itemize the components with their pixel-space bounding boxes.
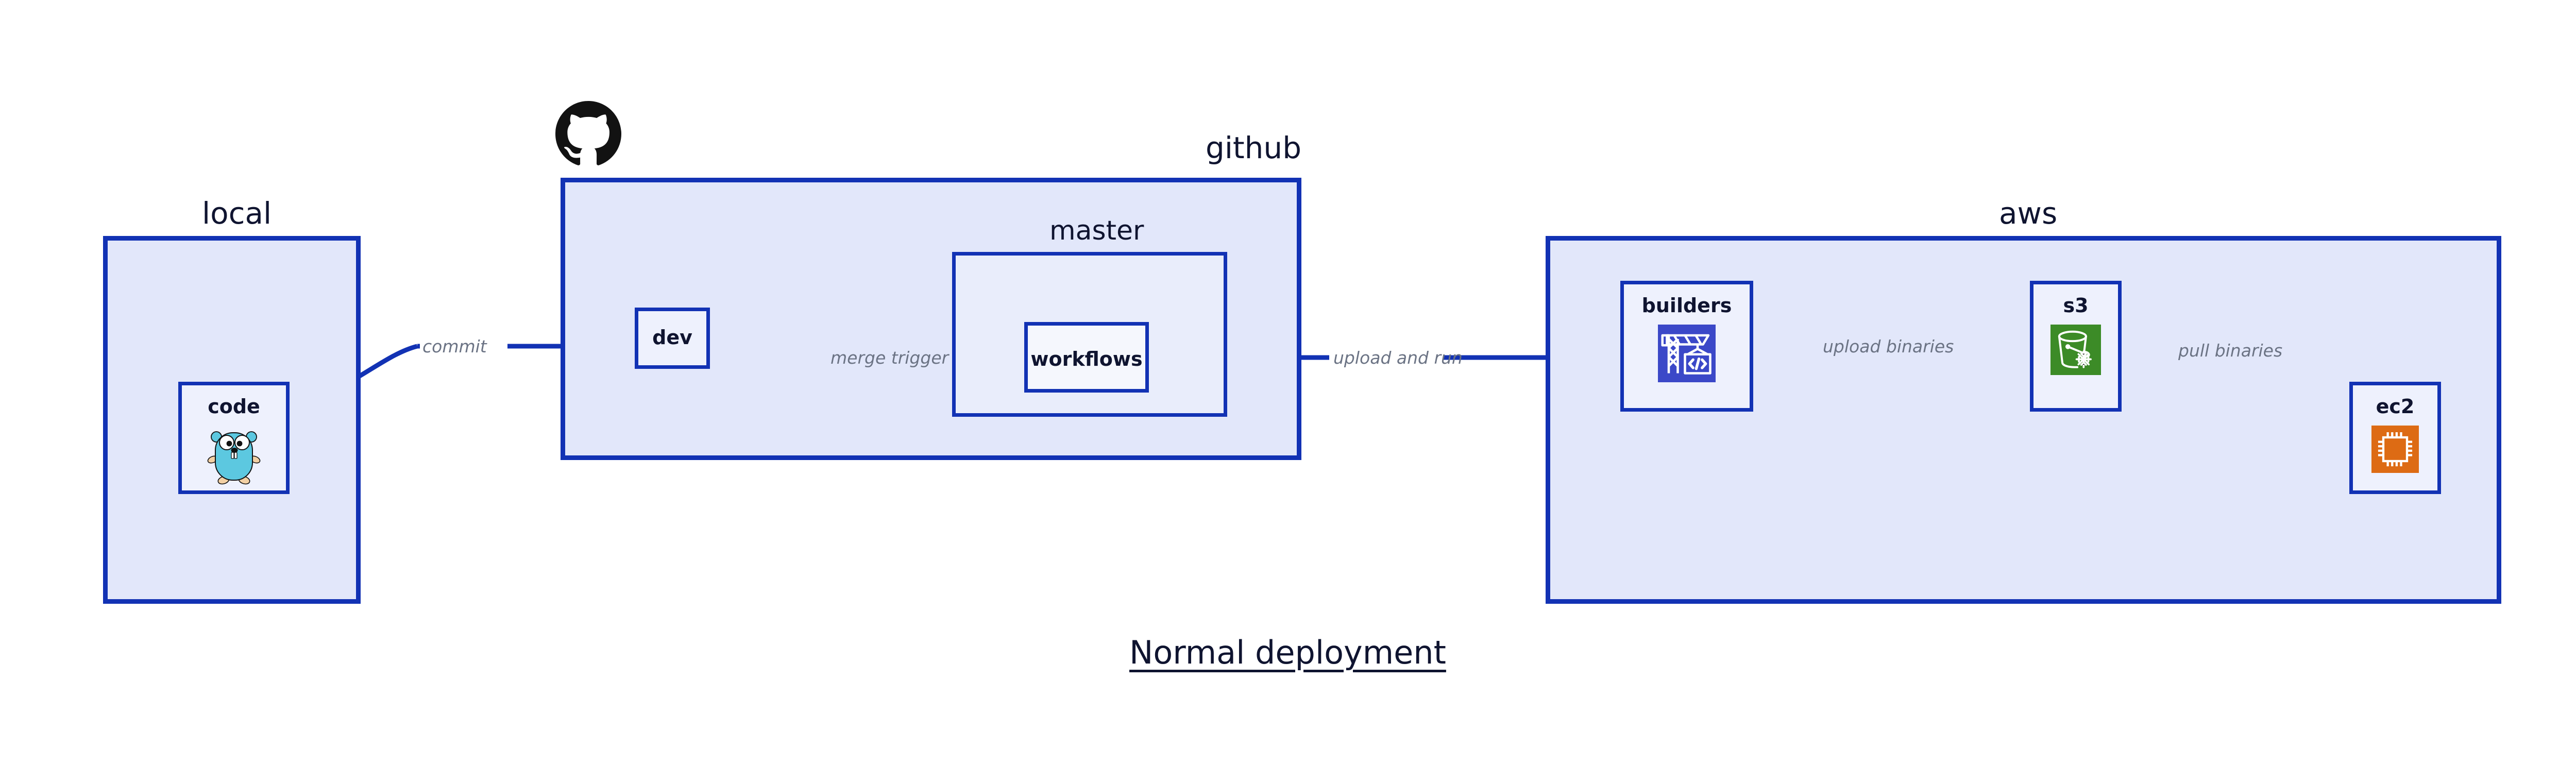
cpu-chip-icon [2371, 426, 2419, 475]
s3-bucket-icon [2050, 325, 2101, 377]
node-s3[interactable]: s3 [2030, 281, 2122, 412]
node-workflows-label: workflows [1030, 348, 1143, 370]
diagram-title: Normal deployment [1129, 634, 1446, 671]
node-s3-label: s3 [2063, 294, 2089, 317]
go-gopher-icon [206, 426, 262, 488]
node-dev-label: dev [652, 326, 692, 349]
edge-label-pull-binaries: pull binaries [2178, 341, 2283, 361]
crane-code-icon [1658, 325, 1716, 384]
edge-label-commit: commit [422, 336, 487, 356]
node-code[interactable]: code [178, 382, 290, 494]
edge-label-merge-trigger: merge trigger [831, 348, 949, 368]
node-builders[interactable]: builders [1620, 281, 1753, 412]
node-dev[interactable]: dev [635, 308, 710, 369]
edge-label-upload-and-run: upload and run [1333, 348, 1463, 368]
node-ec2-label: ec2 [2376, 395, 2415, 418]
edge-label-upload-binaries: upload binaries [1823, 336, 1954, 356]
zone-label-github: github [1206, 130, 1302, 165]
zone-label-aws: aws [1999, 196, 2058, 231]
node-workflows[interactable]: workflows [1024, 322, 1149, 393]
subgroup-label-master: master [1049, 215, 1144, 246]
node-ec2[interactable]: ec2 [2349, 382, 2441, 494]
node-code-label: code [208, 395, 260, 418]
github-octocat-logo [555, 101, 621, 167]
node-builders-label: builders [1641, 294, 1732, 317]
zone-label-local: local [202, 196, 272, 231]
